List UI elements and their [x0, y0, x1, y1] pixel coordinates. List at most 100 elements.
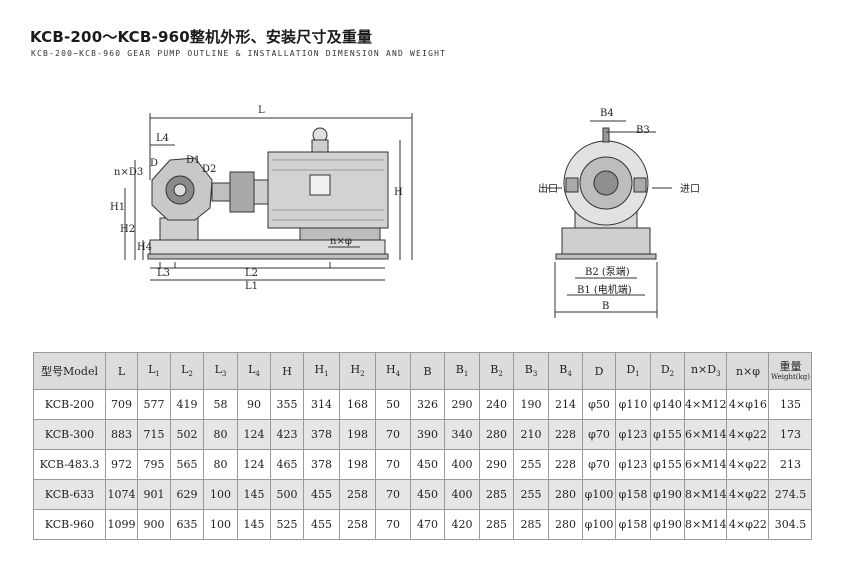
table-cell: 198	[339, 419, 376, 450]
table-cell: 1099	[105, 509, 138, 540]
col-B: B	[410, 352, 445, 390]
table-cell: KCB-200	[33, 389, 106, 420]
label-B1: B1 (电机端)	[577, 283, 632, 296]
table-cell: φ123	[615, 419, 651, 450]
table-cell: 4×φ22	[726, 479, 770, 510]
label-outlet: 出口	[538, 182, 558, 195]
table-cell: 70	[375, 419, 411, 450]
table-cell: φ70	[582, 449, 616, 480]
table-cell: 6×M14	[683, 449, 728, 480]
table-cell: 290	[479, 449, 514, 480]
label-B2: B2 (泵端)	[585, 265, 630, 278]
label-inlet: 进口	[680, 183, 700, 195]
table-cell: 709	[105, 389, 138, 420]
table-cell: 173	[768, 419, 813, 450]
table-cell: φ158	[615, 479, 651, 510]
table-cell: 378	[303, 419, 340, 450]
table-cell: 795	[137, 449, 171, 480]
table-cell: 465	[270, 449, 304, 480]
table-cell: 100	[203, 479, 238, 510]
table-cell: 240	[479, 389, 514, 420]
table-cell: 210	[513, 419, 549, 450]
table-cell: 258	[339, 509, 376, 540]
table-cell: 198	[339, 449, 376, 480]
label-B4: B4	[600, 108, 614, 119]
label-L4: L4	[156, 133, 169, 144]
table-cell: 450	[410, 449, 445, 480]
table-cell: 274.5	[768, 479, 813, 510]
label-H2: H2	[120, 224, 135, 235]
label-nphi: n×φ	[330, 236, 352, 247]
col-H1: H1	[303, 352, 340, 390]
col-H4: H4	[375, 352, 411, 390]
table-cell: KCB-960	[33, 509, 106, 540]
table-cell: 124	[237, 419, 271, 450]
table-cell: φ140	[650, 389, 685, 420]
label-D2: D2	[202, 164, 216, 175]
table-cell: 213	[768, 449, 813, 480]
table-cell: 280	[548, 479, 583, 510]
table-cell: 4×φ16	[726, 389, 770, 420]
table-cell: 450	[410, 479, 445, 510]
col-D2: D2	[650, 352, 685, 390]
table-cell: 455	[303, 479, 340, 510]
table-cell: 500	[270, 479, 304, 510]
table-cell: 577	[137, 389, 171, 420]
table-cell: 400	[444, 479, 480, 510]
table-cell: φ50	[582, 389, 616, 420]
table-cell: 228	[548, 419, 583, 450]
label-H1: H1	[110, 202, 125, 213]
table-cell: φ155	[650, 449, 685, 480]
table-header-row: 型号Model L L1 L2 L3 L4 H H1 H2 H4 B B1 B2…	[33, 352, 813, 390]
table-cell: 355	[270, 389, 304, 420]
table-cell: 340	[444, 419, 480, 450]
table-cell: 400	[444, 449, 480, 480]
table-cell: φ190	[650, 479, 685, 510]
table-cell: 883	[105, 419, 138, 450]
col-B2: B2	[479, 352, 514, 390]
table-cell: 565	[170, 449, 204, 480]
table-cell: 124	[237, 449, 271, 480]
table-cell: 255	[513, 449, 549, 480]
table-cell: 502	[170, 419, 204, 450]
page-title: KCB-200～KCB-960整机外形、安装尺寸及重量	[30, 28, 373, 46]
table-cell: 145	[237, 479, 271, 510]
table-cell: 228	[548, 449, 583, 480]
col-model: 型号Model	[33, 352, 106, 390]
front-base	[561, 227, 651, 257]
col-nphi: n×φ	[726, 352, 770, 390]
table-cell: 972	[105, 449, 138, 480]
table-cell: 378	[303, 449, 340, 480]
table-cell: 423	[270, 419, 304, 450]
table-cell: 90	[237, 389, 271, 420]
table-cell: φ100	[582, 479, 616, 510]
table-cell: KCB-483.3	[33, 449, 106, 480]
table-cell: 285	[513, 509, 549, 540]
label-H: H	[394, 187, 403, 198]
table-cell: 304.5	[768, 509, 813, 540]
table-cell: 629	[170, 479, 204, 510]
table-cell: 80	[203, 419, 238, 450]
table-cell: 1074	[105, 479, 138, 510]
table-cell: 901	[137, 479, 171, 510]
col-L4: L4	[237, 352, 271, 390]
col-B4: B4	[548, 352, 583, 390]
table-cell: KCB-300	[33, 419, 106, 450]
table-cell: 390	[410, 419, 445, 450]
page-subtitle: KCB-200~KCB-960 GEAR PUMP OUTLINE & INST…	[31, 49, 447, 58]
col-L: L	[105, 352, 138, 390]
col-L3: L3	[203, 352, 238, 390]
table-cell: 285	[479, 479, 514, 510]
table-cell: φ110	[615, 389, 651, 420]
col-L1: L1	[137, 352, 171, 390]
table-cell: φ123	[615, 449, 651, 480]
table-cell: 290	[444, 389, 480, 420]
table-cell: φ158	[615, 509, 651, 540]
label-nD3: n×D3	[114, 167, 143, 178]
table-cell: 70	[375, 449, 411, 480]
